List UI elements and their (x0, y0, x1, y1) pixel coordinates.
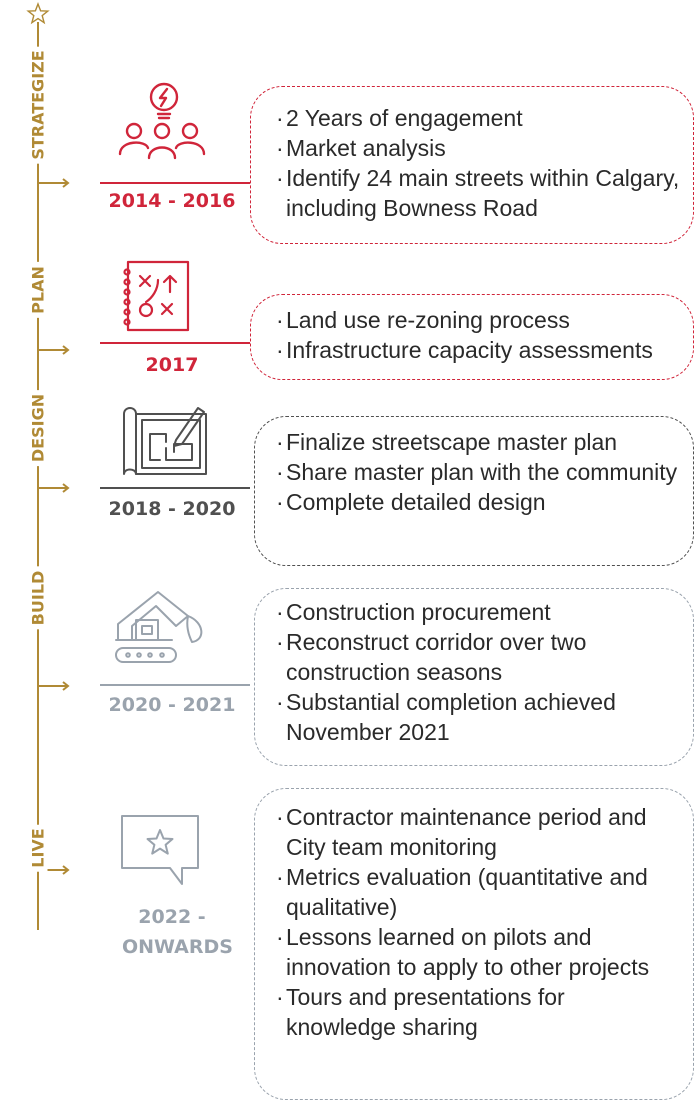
list-item: Land use re-zoning process (276, 305, 696, 335)
year-divider (100, 684, 250, 686)
blueprint-icon (123, 407, 207, 475)
list-item: Market analysis (276, 133, 686, 163)
list-item: Complete detailed design (276, 487, 686, 517)
star-message-icon (121, 815, 199, 885)
list-item: Substantial completion achieved November… (276, 687, 686, 747)
items-list: Finalize streetscape master planShare ma… (276, 427, 686, 517)
items-list: 2 Years of engagementMarket analysisIden… (276, 103, 686, 223)
stage-label-strategize: STRATEGIZE (28, 46, 48, 164)
year-label: 2018 - 2020 (108, 498, 236, 520)
items-bubble (254, 788, 694, 1100)
year-divider (100, 487, 250, 489)
stage-label-design: DESIGN (28, 389, 48, 467)
list-item: Construction procurement (276, 597, 686, 627)
items-bubble (254, 588, 694, 766)
list-item: Contractor maintenance period and City t… (276, 802, 681, 862)
items-list: Land use re-zoning processInfrastructure… (276, 305, 696, 365)
list-item: Share master plan with the community (276, 457, 686, 487)
items-list: Contractor maintenance period and City t… (276, 802, 681, 1042)
list-item: Tours and presentations for knowledge sh… (276, 982, 681, 1042)
items-bubble (250, 86, 694, 244)
star-icon (26, 2, 50, 25)
year-divider (100, 342, 250, 344)
year-label: 2020 - 2021 (108, 694, 236, 716)
list-item: 2 Years of engagement (276, 103, 686, 133)
list-item: Lessons learned on pilots and innovation… (276, 922, 681, 982)
strategy-board-icon (123, 260, 190, 332)
list-item: Reconstruct corridor over two constructi… (276, 627, 686, 687)
items-bubble (254, 416, 694, 566)
stage-label-build: BUILD (28, 566, 48, 630)
team-idea-icon (118, 82, 206, 160)
list-item: Identify 24 main streets within Calgary,… (276, 163, 686, 223)
year-label: 2017 (145, 354, 199, 376)
stage-label-plan: PLAN (28, 262, 48, 318)
items-list: Construction procurementReconstruct corr… (276, 597, 686, 747)
list-item: Infrastructure capacity assessments (276, 335, 696, 365)
list-item: Metrics evaluation (quantitative and qua… (276, 862, 681, 922)
year-divider (100, 182, 250, 184)
year-label: 2022 - ONWARDS (122, 906, 233, 958)
year-label: 2014 - 2016 (108, 190, 236, 212)
excavator-icon (115, 591, 203, 663)
list-item: Finalize streetscape master plan (276, 427, 686, 457)
stage-label-live: LIVE (28, 824, 48, 872)
